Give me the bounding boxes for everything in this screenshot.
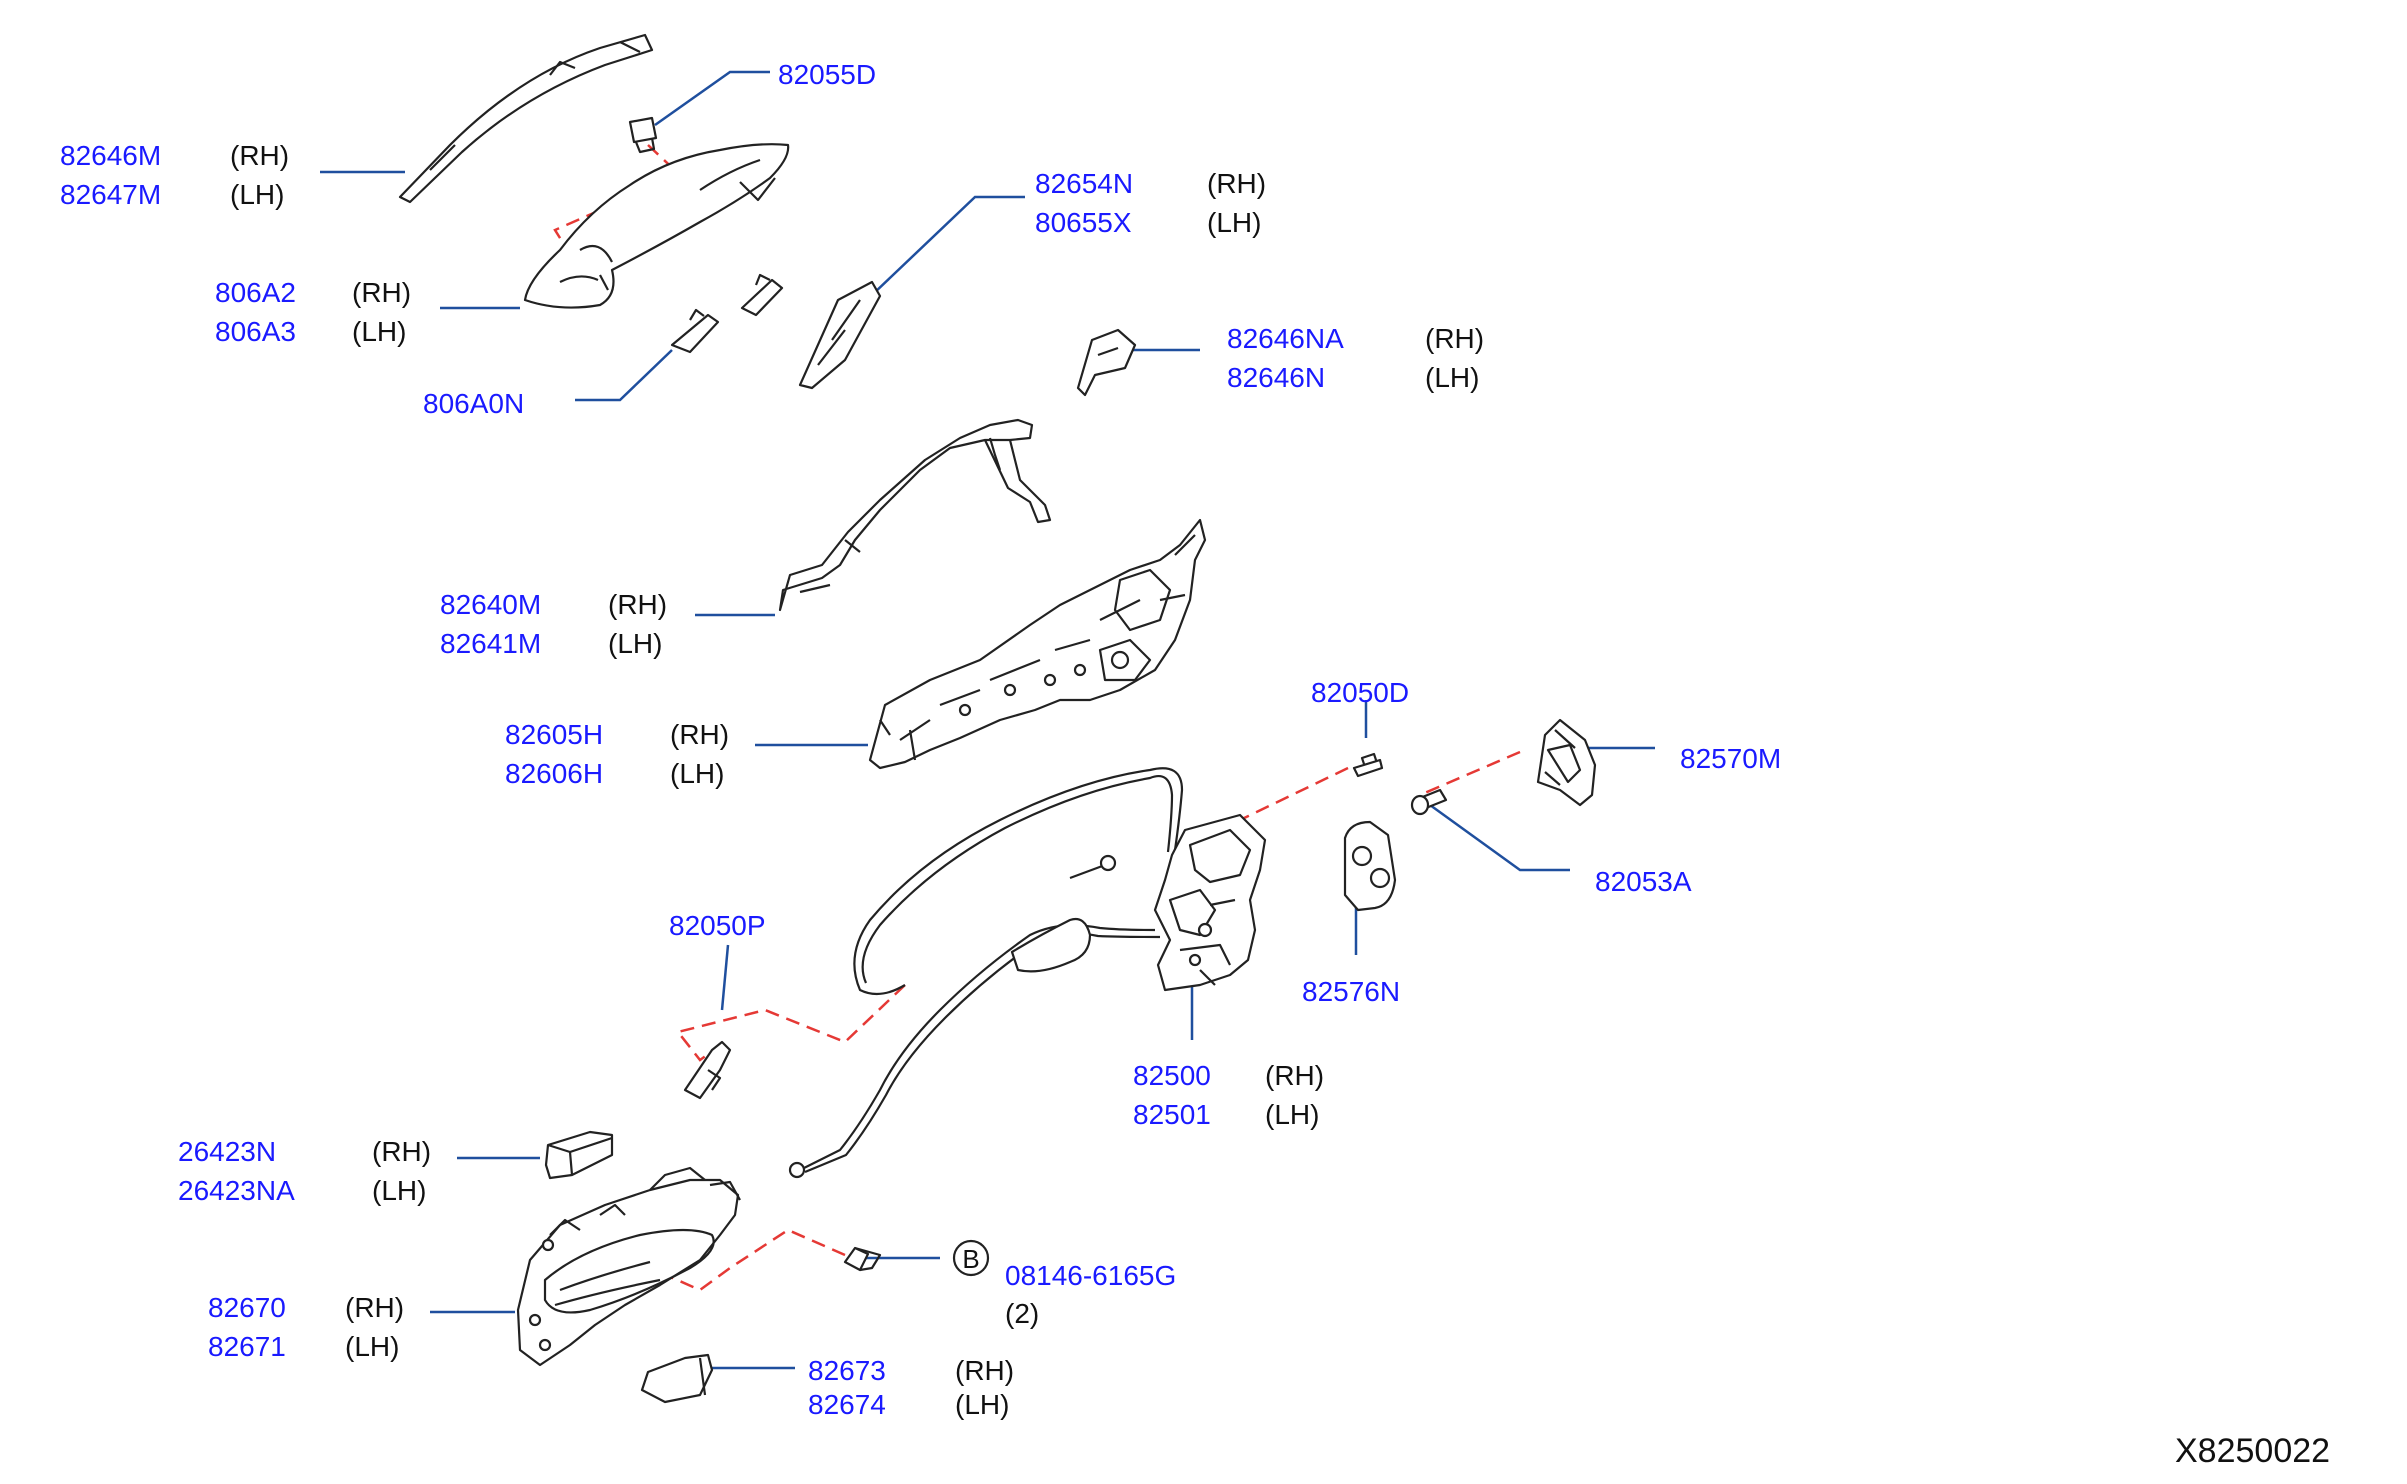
part-side: (LH) — [1207, 207, 1262, 238]
pad-26423n — [544, 1130, 614, 1180]
part-number: 806A0N — [423, 388, 525, 419]
clip-806a0n-2 — [740, 273, 784, 317]
part-number: 82646NA — [1227, 323, 1344, 354]
diagram-id: X8250022 — [2175, 1432, 2331, 1470]
part-number: 82576N — [1302, 976, 1401, 1007]
part-number: 82605H — [505, 719, 604, 750]
escutcheon-82646m — [398, 33, 654, 204]
part-number: 82640M — [440, 589, 542, 620]
part-quantity: (2) — [1005, 1298, 1040, 1329]
part-side: (RH) — [670, 719, 730, 750]
clip-82050p — [683, 1040, 732, 1100]
part-number: 26423N — [178, 1136, 277, 1167]
part-side: (RH) — [955, 1355, 1015, 1386]
part-number: 82641M — [440, 628, 542, 659]
part-number: 82671 — [208, 1331, 286, 1362]
part-number: 806A3 — [215, 316, 296, 347]
part-side: (LH) — [670, 758, 725, 789]
part-side: (LH) — [352, 316, 407, 347]
part-number: 82670 — [208, 1292, 286, 1323]
phantom-line-08146 — [649, 1228, 846, 1292]
part-number: 82646N — [1227, 362, 1326, 393]
part-side: (LH) — [372, 1175, 427, 1206]
screw-08146 — [843, 1246, 882, 1272]
part-number: 82673 — [808, 1355, 886, 1386]
part-side: (LH) — [230, 179, 285, 210]
leader-line-82053a — [1429, 803, 1570, 872]
part-side: (LH) — [608, 628, 663, 659]
part-number: 82570M — [1680, 743, 1782, 774]
part-side: (RH) — [1265, 1060, 1325, 1091]
inside-handle-82670 — [516, 1166, 741, 1367]
part-number: 82050D — [1311, 677, 1410, 708]
part-number: 82647M — [60, 179, 162, 210]
part-side: (RH) — [372, 1136, 432, 1167]
clip-806a0n — [670, 308, 720, 354]
phantom-line-82570m — [1419, 750, 1521, 797]
part-number: 80655X — [1035, 207, 1132, 238]
bolt-82050d — [1352, 752, 1384, 778]
part-number: 82053A — [1595, 866, 1692, 897]
phantom-line-82050d — [1239, 766, 1349, 822]
part-number: 82606H — [505, 758, 604, 789]
symbol-b-letter: B — [962, 1244, 979, 1274]
leader-line-82050p — [720, 944, 730, 1011]
part-number: 82654N — [1035, 168, 1134, 199]
leader-line-806a0n — [575, 349, 673, 402]
part-side: (LH) — [345, 1331, 400, 1362]
symbol-b: B — [952, 1239, 990, 1277]
part-side: (RH) — [352, 277, 412, 308]
part-drawings — [398, 33, 1597, 1404]
part-side: (RH) — [1425, 323, 1485, 354]
part-side: (RH) — [608, 589, 668, 620]
part-number: 82646M — [60, 140, 162, 171]
part-side: (RH) — [1207, 168, 1267, 199]
part-number: 82674 — [808, 1389, 886, 1420]
part-side: (LH) — [1425, 362, 1480, 393]
cap-82673 — [640, 1353, 714, 1404]
phantom-line-82050p — [675, 984, 906, 1062]
part-number: 82501 — [1133, 1099, 1211, 1130]
part-side: (RH) — [230, 140, 290, 171]
cable-82500 — [788, 767, 1184, 1179]
grommet-82055d — [628, 116, 658, 154]
part-side: (LH) — [1265, 1099, 1320, 1130]
symbol-b-circle — [952, 1239, 990, 1277]
frame-82605h — [868, 518, 1207, 770]
bolt-82053a — [1410, 788, 1448, 816]
part-number: 82050P — [669, 910, 766, 941]
shim-82576n — [1343, 820, 1397, 912]
part-side: (LH) — [955, 1389, 1010, 1420]
handle-cover-806a2 — [523, 143, 790, 309]
outside-handle-82640m — [778, 418, 1052, 612]
part-number: 26423NA — [178, 1175, 295, 1206]
part-side: (RH) — [345, 1292, 405, 1323]
leader-line-82055d — [654, 70, 770, 127]
gasket-82654n — [798, 280, 882, 390]
gasket-82646na — [1076, 328, 1137, 397]
part-number: 806A2 — [215, 277, 296, 308]
part-number: 82055D — [778, 59, 877, 90]
striker-82570m — [1536, 718, 1597, 807]
part-number: 82500 — [1133, 1060, 1211, 1091]
lock-actuator-82500 — [1153, 813, 1267, 992]
leader-line-82654n — [871, 195, 1025, 296]
part-number: 08146-6165G — [1005, 1260, 1177, 1291]
